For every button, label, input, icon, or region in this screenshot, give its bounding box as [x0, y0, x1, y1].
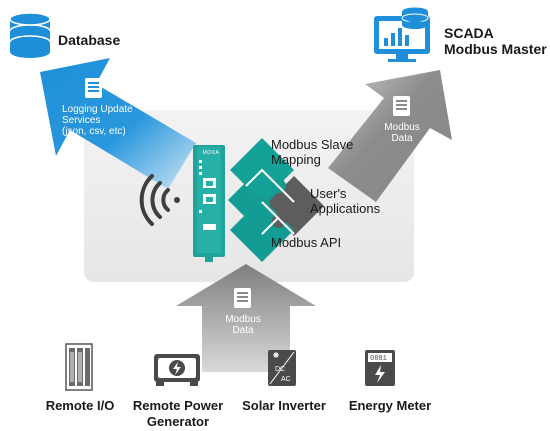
- database-label: Database: [58, 32, 121, 48]
- puzzle-user-line2: Applications: [310, 201, 381, 216]
- scada-label-line1: SCADA: [444, 25, 494, 41]
- field-document-icon: [234, 288, 251, 308]
- puzzle-user-line1: User's: [310, 186, 347, 201]
- solar-icon-dc-text: DC: [275, 366, 285, 373]
- logging-arrow: [40, 58, 196, 189]
- remote-io-icon: [65, 343, 93, 391]
- solar-inverter-icon: DC AC: [268, 350, 296, 386]
- power-generator-icon: [154, 354, 200, 386]
- energy-meter-display-text: 0881: [370, 355, 387, 363]
- puzzle-slave-line2: Mapping: [271, 152, 321, 167]
- device-brand-label: MOXA: [202, 150, 220, 156]
- solar-icon-ac-text: AC: [281, 376, 291, 383]
- energy-meter-icon: 0881: [365, 350, 395, 386]
- field-arrow-line1: Modbus: [225, 314, 261, 325]
- database-icon: [9, 12, 51, 58]
- logging-arrow-line1: Logging Update: [62, 104, 133, 115]
- wireless-icon: [139, 174, 180, 226]
- scada-document-icon: [393, 96, 410, 116]
- scada-arrow-line2: Data: [391, 133, 413, 144]
- logging-arrow-line2: Services: [62, 115, 101, 126]
- energy-meter-label: Energy Meter: [348, 398, 432, 413]
- field-modbus-arrow: [176, 264, 316, 372]
- remote-power-label-line2: Generator: [146, 414, 210, 429]
- scada-monitor-icon: [374, 6, 430, 62]
- puzzle-pieces: [228, 138, 324, 262]
- remote-io-label: Remote I/O: [45, 398, 115, 413]
- puzzle-slave-line1: Modbus Slave: [271, 137, 354, 152]
- logging-arrow-line3: (json, csv, etc): [62, 126, 126, 137]
- solar-inverter-label: Solar Inverter: [242, 398, 326, 413]
- scada-modbus-arrow: [328, 70, 452, 202]
- scada-arrow-line1: Modbus: [384, 122, 420, 133]
- remote-power-label-line1: Remote Power: [132, 398, 224, 413]
- puzzle-api-label: Modbus API: [271, 235, 342, 250]
- moxa-gateway-device: [193, 145, 225, 262]
- scada-label-line2: Modbus Master: [444, 41, 547, 57]
- field-arrow-line2: Data: [232, 325, 254, 336]
- logging-document-icon: [85, 78, 102, 98]
